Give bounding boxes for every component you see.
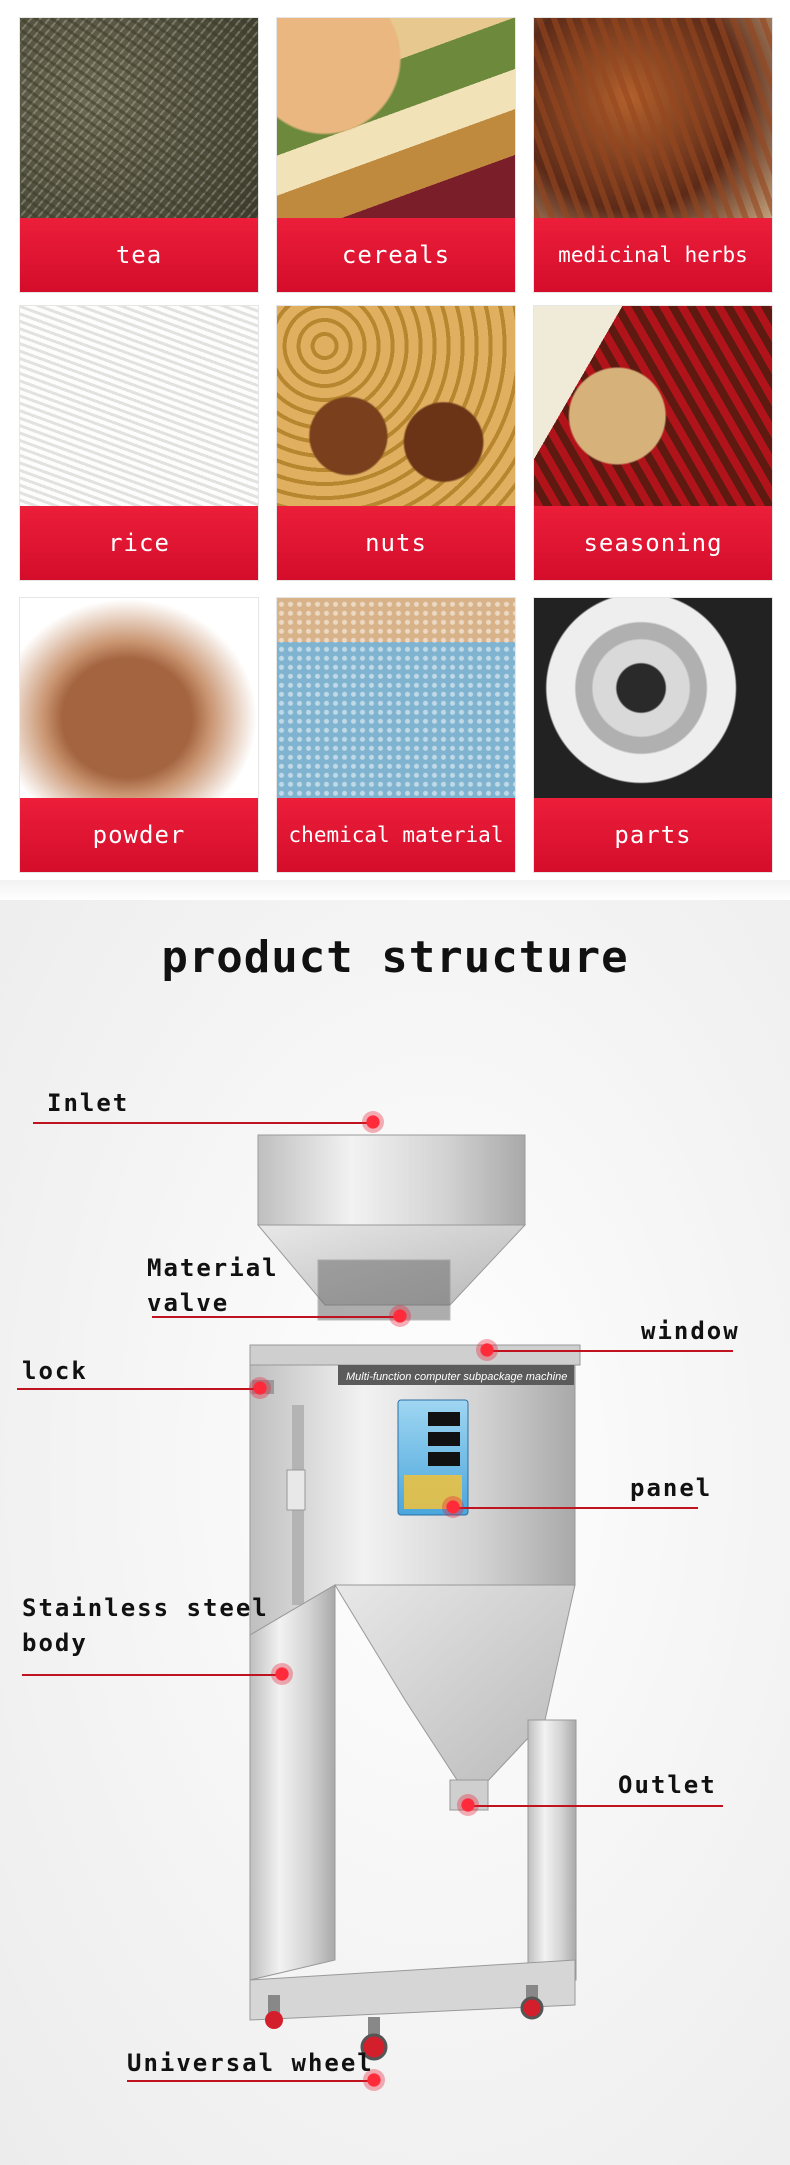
- category-grid: tea cereals medicinal herbs rice nuts se…: [0, 0, 790, 880]
- panel-pointer-line: [453, 1507, 698, 1509]
- category-label: rice: [20, 506, 258, 580]
- stainless-steel-body-label-line-2: body: [22, 1629, 88, 1657]
- section-divider: [0, 880, 790, 900]
- category-label: powder: [20, 798, 258, 872]
- tea-photo: [20, 18, 258, 218]
- panel-pointer-dot: [442, 1496, 464, 1518]
- machine-body: Multi-function computer subpackage machi…: [249, 1344, 581, 2021]
- category-tile-medicinal-herbs: medicinal herbs: [533, 17, 773, 293]
- category-tile-chemical-material: chemical material: [276, 597, 516, 873]
- window-pointer-line: [487, 1350, 733, 1352]
- material-valve-label-line-1: Material: [147, 1254, 279, 1282]
- universal-wheels: [265, 1985, 544, 2061]
- filling-machine-illustration: Multi-function computer subpackage machi…: [249, 1134, 581, 2061]
- section-title: product structure: [161, 932, 629, 983]
- category-label: tea: [20, 218, 258, 292]
- machine-banner: [338, 1365, 574, 1385]
- valve-window-glass: [317, 1259, 451, 1321]
- machine-banner-text: Multi-function computer subpackage machi…: [346, 1371, 567, 1383]
- category-label: seasoning: [534, 506, 772, 580]
- body-pointer-line: [22, 1674, 282, 1676]
- window-pointer-dot: [476, 1339, 498, 1361]
- category-label: nuts: [277, 506, 515, 580]
- outlet-pointer-line: [468, 1805, 723, 1807]
- inlet-pointer-line: [33, 1122, 373, 1124]
- category-tile-nuts: nuts: [276, 305, 516, 581]
- stainless-steel-body-label-line-1: Stainless steel: [22, 1594, 269, 1622]
- wheel-pointer-dot: [363, 2069, 385, 2091]
- panel-label: panel: [630, 1474, 713, 1502]
- rice-photo: [20, 306, 258, 506]
- category-label: parts: [534, 798, 772, 872]
- powder-photo: [20, 598, 258, 798]
- material-valve-pointer-dot: [389, 1305, 411, 1327]
- body-pointer-dot: [271, 1663, 293, 1685]
- cereals-photo: [277, 18, 515, 218]
- category-tile-tea: tea: [19, 17, 259, 293]
- inlet-label: Inlet: [47, 1089, 130, 1117]
- wheel-pointer-line: [127, 2080, 374, 2082]
- parts-photo: [534, 598, 772, 798]
- category-label: medicinal herbs: [534, 218, 772, 292]
- inlet-hopper: [256, 1134, 527, 1321]
- chemical-material-photo: [277, 598, 515, 798]
- lock-pointer-line: [17, 1388, 260, 1390]
- universal-wheel-label: Universal wheel: [127, 2049, 374, 2077]
- material-valve-label-line-2: valve: [147, 1289, 230, 1317]
- category-tile-cereals: cereals: [276, 17, 516, 293]
- category-tile-powder: powder: [19, 597, 259, 873]
- outlet-label: Outlet: [618, 1771, 717, 1799]
- material-valve-pointer-line: [152, 1316, 400, 1318]
- category-label: cereals: [277, 218, 515, 292]
- category-tile-rice: rice: [19, 305, 259, 581]
- nuts-photo: [277, 306, 515, 506]
- medicinal-herbs-photo: [534, 18, 772, 218]
- seasoning-photo: [534, 306, 772, 506]
- category-tile-parts: parts: [533, 597, 773, 873]
- category-label: chemical material: [277, 798, 515, 872]
- lock-label: lock: [22, 1357, 88, 1385]
- outlet-pointer-dot: [457, 1794, 479, 1816]
- lock-pointer-dot: [249, 1377, 271, 1399]
- category-tile-seasoning: seasoning: [533, 305, 773, 581]
- product-structure-section: product structure: [0, 900, 790, 2165]
- inlet-pointer-dot: [362, 1111, 384, 1133]
- window-label: window: [641, 1317, 740, 1345]
